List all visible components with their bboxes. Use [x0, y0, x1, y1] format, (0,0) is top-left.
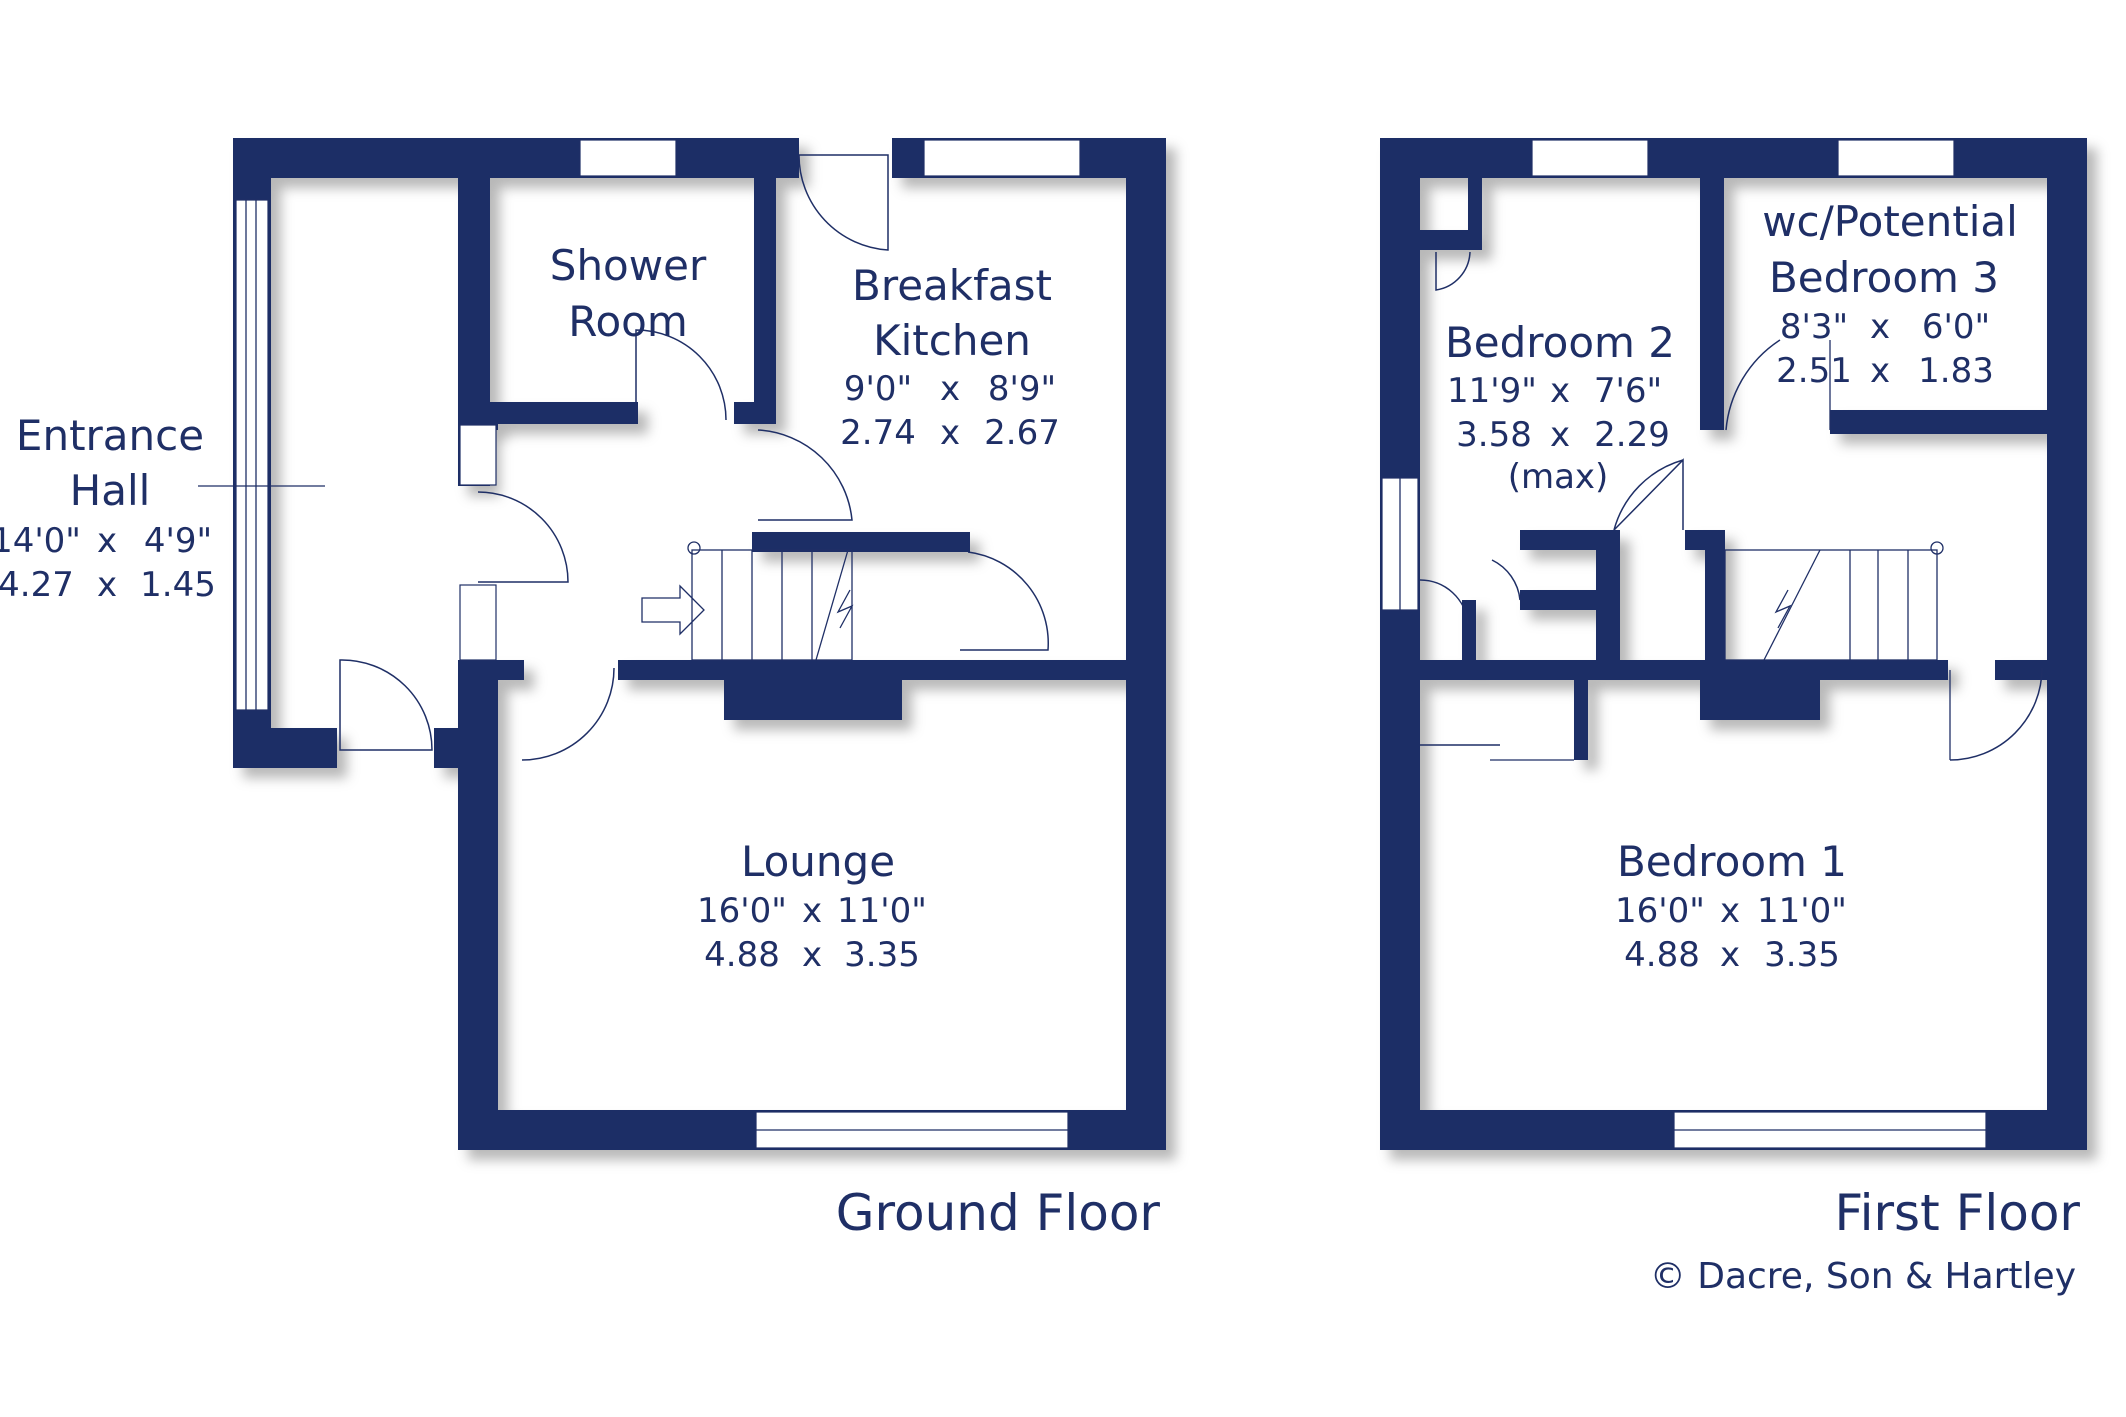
svg-text:3.58: 3.58 [1456, 415, 1532, 455]
svg-text:7'6": 7'6" [1594, 371, 1662, 411]
copyright-notice: © Dacre, Son & Hartley [1650, 1256, 2076, 1297]
window [1531, 139, 1649, 177]
svg-text:1.45: 1.45 [140, 565, 216, 605]
svg-text:Hall: Hall [70, 466, 151, 515]
svg-text:1.83: 1.83 [1918, 351, 1994, 391]
up-arrow-icon [641, 584, 705, 636]
window [235, 199, 269, 711]
svg-text:x: x [97, 521, 117, 561]
svg-text:Bedroom 3: Bedroom 3 [1769, 253, 1999, 302]
room-bedroom-2: Bedroom 2 11'9" x 7'6" 3.58 x 2.29 (max) [1445, 318, 1675, 497]
room-wc-potential-bedroom-3: wc/Potential Bedroom 3 8'3" x 6'0" 2.51 … [1762, 197, 2018, 391]
svg-text:x: x [802, 935, 822, 975]
svg-text:x: x [940, 369, 960, 409]
svg-text:11'0": 11'0" [837, 891, 927, 931]
room-entrance-hall: Entrance Hall 14'0" x 4'9" 4.27 x 1.45 [0, 411, 216, 605]
ground-floor-plan: Entrance Hall 14'0" x 4'9" 4.27 x 1.45 S… [0, 138, 1166, 1242]
svg-text:4'9": 4'9" [144, 521, 212, 561]
window [459, 584, 497, 661]
first-floor-staircase [1724, 541, 1944, 661]
window [459, 424, 497, 486]
ground-floor-staircase [641, 541, 854, 661]
svg-text:4.88: 4.88 [704, 935, 780, 975]
window [923, 139, 1081, 177]
svg-text:Room: Room [568, 297, 688, 346]
svg-text:x: x [1870, 351, 1890, 391]
svg-text:14'0": 14'0" [0, 521, 81, 561]
first-floor-windows [1381, 139, 1987, 1149]
svg-text:x: x [1550, 415, 1570, 455]
svg-text:Kitchen: Kitchen [873, 316, 1031, 365]
svg-text:11'0": 11'0" [1757, 891, 1847, 931]
svg-text:x: x [1720, 891, 1740, 931]
svg-text:x: x [1870, 307, 1890, 347]
svg-text:Bedroom 1: Bedroom 1 [1617, 837, 1847, 886]
svg-text:4.27: 4.27 [0, 565, 74, 605]
svg-text:16'0": 16'0" [697, 891, 787, 931]
svg-text:x: x [1550, 371, 1570, 411]
svg-text:x: x [940, 413, 960, 453]
first-floor-plan: Bedroom 2 11'9" x 7'6" 3.58 x 2.29 (max)… [1380, 138, 2087, 1242]
svg-text:3.35: 3.35 [1764, 935, 1840, 975]
svg-text:2.67: 2.67 [984, 413, 1060, 453]
svg-text:2.29: 2.29 [1594, 415, 1670, 455]
room-lounge: Lounge 16'0" x 11'0" 4.88 x 3.35 [697, 837, 927, 975]
first-floor-title: First Floor [1834, 1184, 2080, 1242]
window [1837, 139, 1955, 177]
svg-text:8'3": 8'3" [1780, 307, 1848, 347]
window [579, 139, 677, 177]
svg-text:Lounge: Lounge [741, 837, 895, 886]
first-floor-doors [1419, 251, 2043, 761]
svg-text:wc/Potential: wc/Potential [1762, 197, 2018, 246]
svg-text:6'0": 6'0" [1922, 307, 1990, 347]
svg-text:Bedroom 2: Bedroom 2 [1445, 318, 1675, 367]
svg-text:(max): (max) [1508, 457, 1609, 497]
svg-text:16'0": 16'0" [1615, 891, 1705, 931]
svg-text:8'9": 8'9" [988, 369, 1056, 409]
svg-text:2.74: 2.74 [840, 413, 916, 453]
svg-text:11'9": 11'9" [1447, 371, 1537, 411]
ground-floor-doors [339, 154, 1049, 761]
door-swing [798, 154, 889, 251]
svg-text:x: x [97, 565, 117, 605]
svg-text:x: x [802, 891, 822, 931]
ground-floor-title: Ground Floor [836, 1184, 1161, 1242]
svg-text:x: x [1720, 935, 1740, 975]
room-shower-room: Shower Room [550, 241, 707, 346]
svg-text:Shower: Shower [550, 241, 707, 290]
svg-text:2.51: 2.51 [1776, 351, 1852, 391]
svg-text:9'0": 9'0" [844, 369, 912, 409]
first-floor-walls [1380, 138, 2087, 1150]
ground-floor-windows [235, 139, 1081, 1149]
room-bedroom-1: Bedroom 1 16'0" x 11'0" 4.88 x 3.35 [1615, 837, 1847, 975]
svg-text:3.35: 3.35 [844, 935, 920, 975]
svg-text:Entrance: Entrance [16, 411, 204, 460]
svg-text:Breakfast: Breakfast [852, 261, 1052, 310]
svg-text:4.88: 4.88 [1624, 935, 1700, 975]
room-breakfast-kitchen: Breakfast Kitchen 9'0" x 8'9" 2.74 x 2.6… [840, 261, 1060, 453]
